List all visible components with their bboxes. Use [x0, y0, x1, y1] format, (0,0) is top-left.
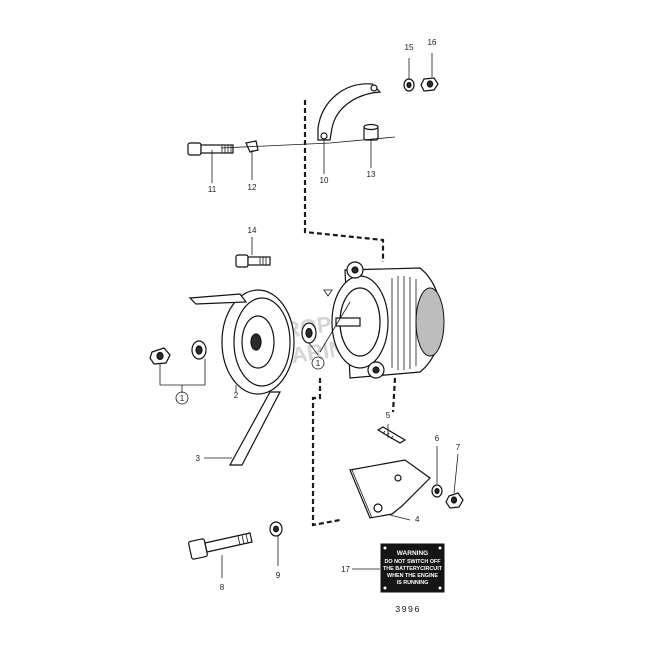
callout-17: 17	[341, 565, 350, 574]
bolt-upper	[187, 142, 234, 156]
callout-12: 12	[248, 183, 257, 192]
callout-circle-1b: 1	[311, 356, 325, 370]
warning-line-3: WHEN THE ENGINE	[387, 573, 438, 579]
warning-title: WARNING	[397, 550, 428, 557]
spacer	[363, 123, 379, 141]
callout-3: 3	[196, 454, 201, 463]
warning-line-4: IS RUNNING	[397, 580, 429, 586]
callout-2: 2	[234, 391, 239, 400]
bracket-nut	[445, 492, 464, 509]
assembly-dashed-lines	[303, 100, 397, 527]
callout-5: 5	[386, 411, 391, 420]
pulley	[221, 289, 295, 395]
drawing-number: 3996	[395, 605, 421, 615]
nut-top	[420, 77, 439, 92]
callout-circle-1a: 1	[175, 391, 189, 405]
callout-label: 1	[316, 359, 321, 368]
washer-top	[403, 78, 415, 92]
callout-label: 1	[180, 394, 185, 403]
callout-10: 10	[320, 176, 329, 185]
bolt-mid	[235, 254, 271, 268]
bolt-lower	[188, 532, 253, 560]
spacer-ring	[301, 322, 317, 344]
pulley-washer	[191, 340, 207, 360]
callout-14: 14	[248, 226, 257, 235]
lower-washer	[269, 521, 283, 537]
callout-7: 7	[456, 443, 461, 452]
warning-line-1: DO NOT SWITCH OFF	[385, 559, 442, 565]
warning-line-2: THE BATTERYCIRCUIT	[383, 566, 443, 572]
callout-11: 11	[208, 185, 217, 194]
adjusting-bracket	[317, 83, 382, 141]
callout-6: 6	[435, 434, 440, 443]
stud	[376, 426, 407, 444]
callout-16: 16	[428, 38, 437, 47]
alternator	[323, 261, 445, 379]
callout-15: 15	[405, 43, 414, 52]
callout-4: 4	[415, 515, 420, 524]
callout-9: 9	[276, 571, 281, 580]
callout-8: 8	[220, 583, 225, 592]
leader-lines	[159, 53, 459, 578]
mounting-bracket	[349, 459, 431, 519]
callout-13: 13	[367, 170, 376, 179]
pulley-nut	[149, 347, 171, 365]
drive-belt	[188, 293, 281, 466]
bracket-washer	[431, 484, 443, 498]
warning-plate: WARNING DO NOT SWITCH OFF THE BATTERYCIR…	[380, 543, 445, 593]
